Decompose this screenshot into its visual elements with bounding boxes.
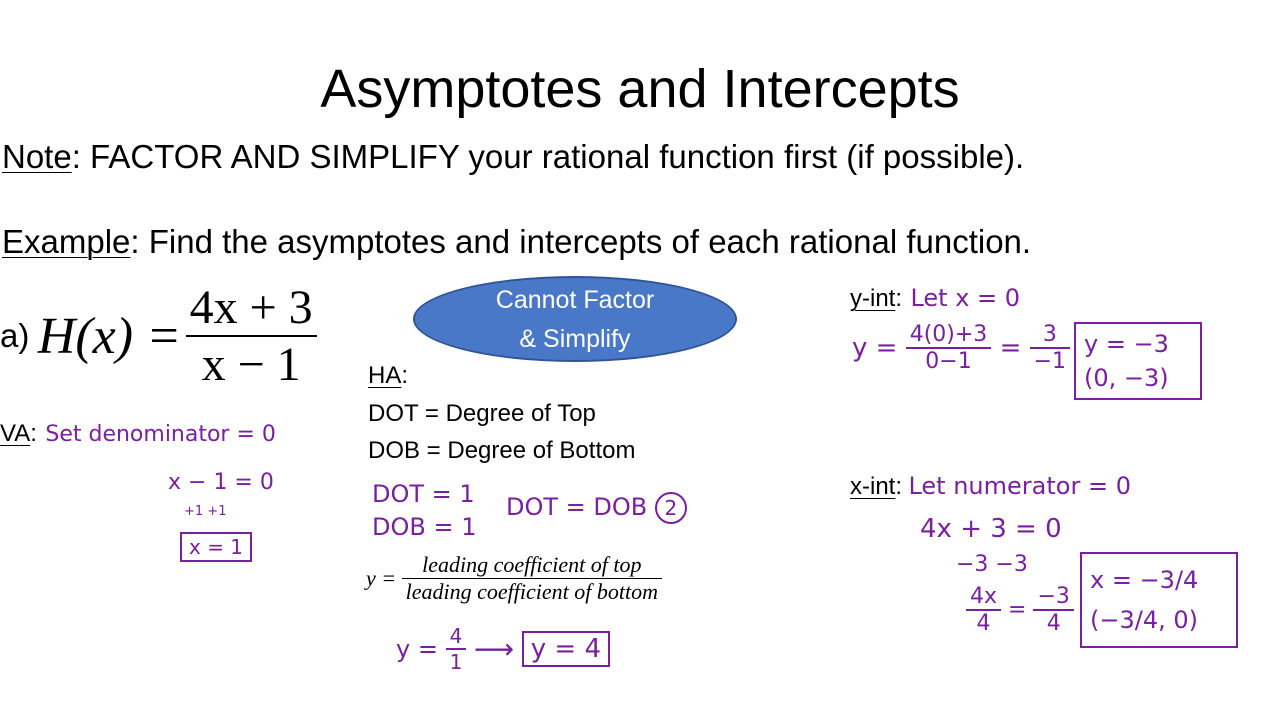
yint-calc-fraction-2: 3 −1: [1029, 322, 1071, 374]
xint-note: Let numerator = 0: [908, 472, 1131, 500]
yint-answer-2: (0, −3): [1084, 364, 1169, 392]
xint-step-3-denominator-left: 4: [976, 611, 991, 636]
ha-header: HA:: [368, 362, 409, 389]
ha-case-circle: 2: [654, 492, 687, 524]
yint-answer-box: y = −3 (0, −3): [1074, 322, 1202, 400]
ha-formula-denominator: leading coefficient of bottom: [405, 579, 658, 604]
xint-answer-1: x = −3/4: [1090, 566, 1199, 594]
ha-calc: y = 4 1 ⟶ y = 4: [396, 624, 610, 674]
xint-step-2: −3 −3: [956, 552, 1028, 577]
note-text: : FACTOR AND SIMPLIFY your rational func…: [71, 138, 1025, 175]
yint-answer-1: y = −3: [1084, 330, 1169, 358]
ha-calc-numerator: 4: [445, 624, 467, 650]
ha-formula-fraction: leading coefficient of top leading coeff…: [401, 552, 662, 605]
note-line: Note: FACTOR AND SIMPLIFY your rational …: [2, 138, 1024, 176]
yint-calc-lhs: y =: [852, 333, 898, 363]
example-text: : Find the asymptotes and intercepts of …: [130, 223, 1032, 260]
va-step-2: +1 +1: [184, 504, 227, 519]
ha-calc-lhs: y =: [396, 635, 438, 663]
example-label: Example: [2, 223, 131, 260]
xint-step-3-denominator-right: 4: [1046, 611, 1061, 636]
yint-calc-numerator-2: 3: [1029, 322, 1071, 349]
function-denominator: x − 1: [201, 338, 301, 391]
yint-label: y-int: [850, 285, 896, 312]
yint-calc-numerator-1: 4(0)+3: [905, 322, 992, 349]
ha-dot-definition: DOT = Degree of Top: [368, 400, 596, 427]
page-title: Asymptotes and Intercepts: [320, 59, 960, 119]
ha-formula-lhs: y =: [366, 565, 397, 591]
xint-header: x-int: Let numerator = 0: [850, 472, 1131, 500]
xint-step-3-fraction-right: −3 4: [1033, 584, 1074, 636]
xint-step-3: 4x 4 = −3 4: [966, 584, 1074, 636]
ha-dob-definition: DOB = Degree of Bottom: [368, 437, 636, 464]
va-label: VA: [0, 420, 31, 447]
oval-line-1: Cannot Factor: [495, 286, 655, 314]
ha-label: HA: [368, 362, 402, 389]
yint-calc: y = 4(0)+3 0−1 = 3 −1: [852, 322, 1071, 374]
xint-label: x-int: [850, 473, 896, 500]
va-step-1: x − 1 = 0: [168, 470, 274, 495]
ha-compare: DOT = DOB 2: [506, 492, 687, 524]
yint-note: Let x = 0: [910, 284, 1021, 312]
ha-formula-numerator: leading coefficient of top: [401, 552, 662, 579]
yint-calc-denominator-1: 0−1: [925, 349, 972, 374]
xint-answer-box: x = −3/4 (−3/4, 0): [1080, 552, 1238, 648]
xint-step-3-eq: =: [1008, 597, 1027, 623]
xint-step-3-numerator-right: −3: [1033, 584, 1074, 611]
va-section: VA: Set denominator = 0: [0, 420, 276, 447]
xint-answer-2: (−3/4, 0): [1090, 606, 1198, 634]
ha-calc-denominator: 1: [449, 650, 463, 674]
oval-line-2: & Simplify: [519, 325, 631, 353]
function-numerator: 4x + 3: [185, 280, 317, 337]
function-lhs: H(x) =: [37, 307, 182, 365]
ha-hand-dot: DOT = 1: [372, 480, 475, 508]
example-line: Example: Find the asymptotes and interce…: [2, 223, 1031, 261]
ha-calc-fraction: 4 1: [445, 624, 467, 674]
yint-header: y-int: Let x = 0: [850, 284, 1021, 312]
ha-answer: y = 4: [521, 631, 610, 667]
yint-calc-fraction-1: 4(0)+3 0−1: [905, 322, 992, 374]
ha-hand-dob: DOB = 1: [372, 513, 477, 541]
function-fraction: 4x + 3 x − 1: [185, 280, 317, 392]
factor-simplify-oval: Cannot Factor & Simplify: [413, 276, 737, 362]
xint-step-1: 4x + 3 = 0: [920, 514, 1062, 544]
ha-compare-text: DOT = DOB: [506, 493, 648, 521]
yint-calc-denominator-2: −1: [1033, 349, 1067, 374]
xint-step-3-numerator-left: 4x: [966, 584, 1002, 611]
ha-formula: y = leading coefficient of top leading c…: [366, 552, 662, 605]
va-answer: x = 1: [180, 532, 253, 562]
yint-calc-eq: =: [999, 333, 1022, 363]
note-label: Note: [2, 138, 72, 175]
problem-function: a) H(x) = 4x + 3 x − 1: [0, 280, 317, 392]
problem-label: a): [0, 317, 30, 354]
ha-arrow: ⟶: [473, 632, 515, 666]
xint-step-3-fraction-left: 4x 4: [966, 584, 1002, 636]
va-note: Set denominator = 0: [45, 422, 276, 447]
